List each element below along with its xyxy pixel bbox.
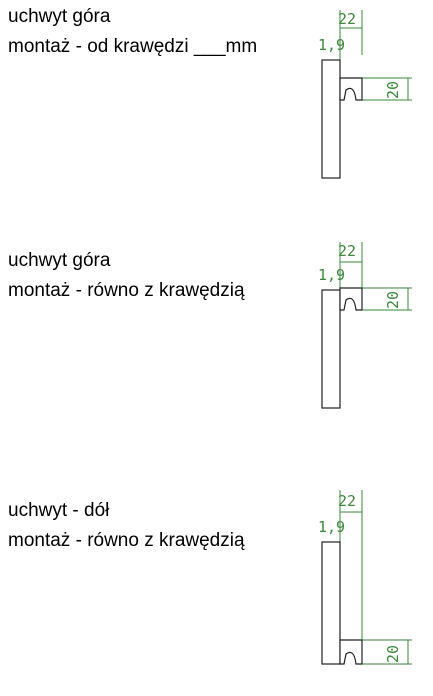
caption: uchwyt góra montaż - równo z krawędzią (8, 246, 245, 306)
dimension-left-label: 1,9 (318, 266, 345, 284)
caption-line-2: montaż - równo z krawędzią (8, 530, 245, 551)
dimension-height-label: 20 (384, 291, 402, 309)
section-bottom-flush: uchwyt - dół montaż - równo z krawędzią … (0, 472, 433, 696)
dimension-width-label: 22 (338, 242, 356, 260)
dimension-width-label: 22 (338, 492, 356, 510)
caption: uchwyt góra montaż - od krawędzi ___mm (8, 2, 257, 62)
handle-profile (339, 639, 363, 665)
dimension-height-label: 20 (384, 645, 402, 663)
dimension-left-label: 1,9 (318, 36, 345, 54)
caption-line-2: montaż - równo z krawędzią (8, 280, 245, 301)
caption-line-2: montaż - od krawędzi ___mm (8, 36, 258, 57)
handle-profile (339, 287, 363, 311)
handle-drawing: 22 1,9 20 (318, 490, 412, 665)
panel-profile (321, 59, 341, 179)
caption-line-1: uchwyt góra (8, 250, 111, 271)
section-top-offset: uchwyt góra montaż - od krawędzi ___mm 2… (0, 0, 433, 200)
caption-line-1: uchwyt góra (8, 6, 111, 27)
panel-profile (321, 289, 341, 409)
section-top-flush: uchwyt góra montaż - równo z krawędzią 2… (0, 232, 433, 432)
handle-drawing: 22 1,9 20 (318, 242, 412, 409)
caption-line-1: uchwyt - dół (8, 500, 110, 521)
dimension-left-label: 1,9 (318, 518, 345, 536)
panel-profile (321, 541, 341, 665)
handle-profile (339, 77, 363, 101)
handle-drawing: 22 1,9 20 (318, 10, 412, 179)
dimension-width-label: 22 (338, 10, 356, 28)
dimension-height-label: 20 (384, 81, 402, 99)
caption: uchwyt - dół montaż - równo z krawędzią (8, 496, 245, 556)
